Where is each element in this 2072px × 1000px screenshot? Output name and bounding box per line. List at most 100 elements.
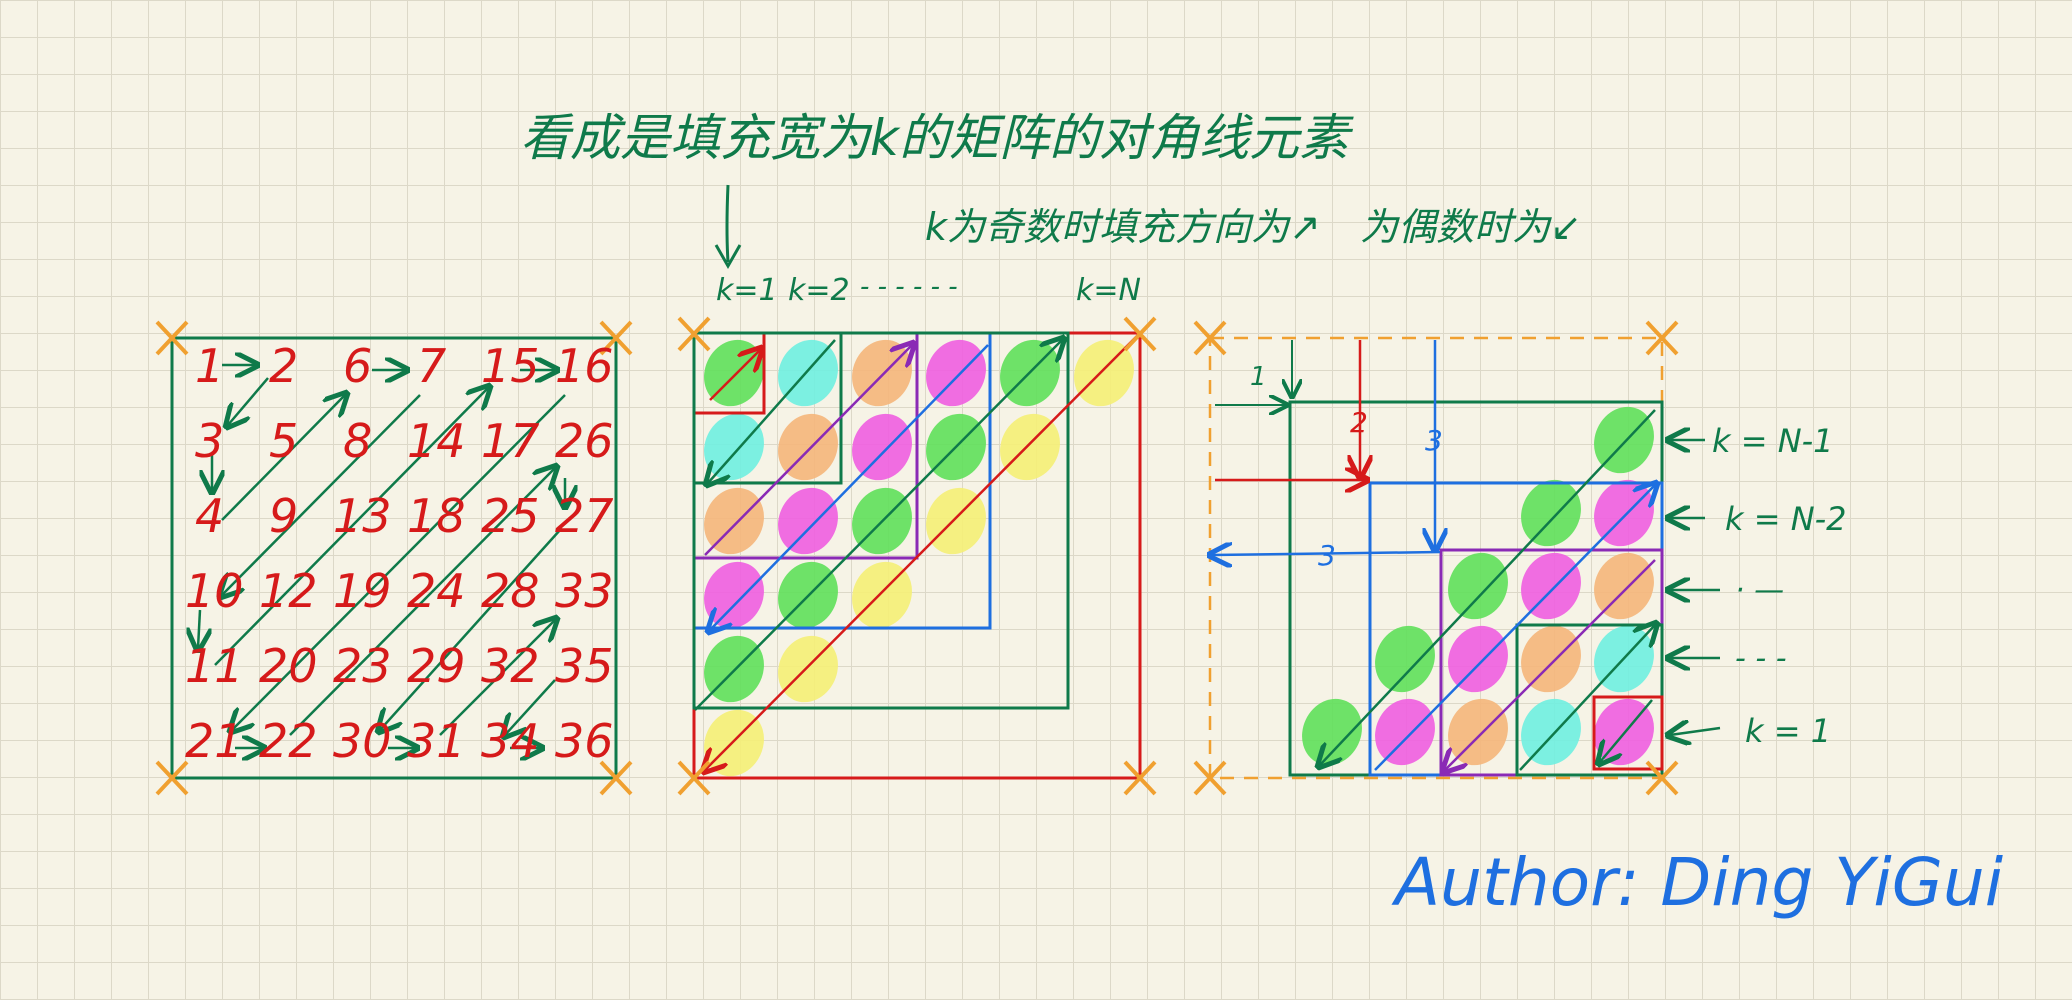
label-k-1: k = 1 <box>1745 712 1831 750</box>
matrix-cell-number: 23 <box>333 639 392 693</box>
left-matrix-border <box>170 336 618 780</box>
dim-3-horizontal-label: 3 <box>1318 539 1336 572</box>
middle-corner-marks <box>677 316 1157 796</box>
dim-1-label: 1 <box>1250 362 1267 392</box>
left-zigzag-arrows <box>198 365 565 748</box>
matrix-cell-number: 30 <box>333 714 392 768</box>
fill-blob <box>704 487 764 555</box>
matrix-cell-number: 14 <box>407 414 466 468</box>
matrix-cell-number: 26 <box>555 414 614 468</box>
matrix-cell-number: 35 <box>555 639 614 693</box>
label-k1: k=1 <box>716 273 778 308</box>
middle-k5-box <box>692 331 1070 710</box>
fill-blob <box>1448 552 1508 620</box>
matrix-cell-number: 4 <box>195 489 224 543</box>
label-dots-1: · — <box>1735 573 1784 608</box>
middle-diag-5 <box>694 340 1062 711</box>
matrix-cell-number: 20 <box>259 639 318 693</box>
author-signature: Author: Ding YiGui <box>1391 844 2004 921</box>
label-dots: - - - - - - <box>860 272 958 302</box>
fill-blob <box>1375 625 1435 693</box>
matrix-cell-number: 16 <box>555 339 614 393</box>
matrix-cell-number: 7 <box>417 339 446 393</box>
matrix-cell-number: 5 <box>269 414 298 468</box>
fill-blob <box>1000 413 1060 481</box>
matrix-cell-number: 21 <box>185 714 244 768</box>
fill-blob <box>852 413 912 481</box>
right-diag-4 <box>1374 485 1655 771</box>
matrix-cell-number: 31 <box>407 714 466 768</box>
right-diag-3 <box>1445 559 1656 770</box>
right-label-arrows <box>1670 440 1721 735</box>
middle-diag-1 <box>709 350 760 401</box>
middle-diag-4 <box>710 344 989 630</box>
fill-blob <box>1375 698 1435 766</box>
main-title: 看成是填充宽为k的矩阵的对角线元素 <box>520 109 1354 167</box>
even-direction-text: 为偶数时为↙ <box>1360 205 1582 249</box>
middle-diag-6 <box>705 334 1139 770</box>
fill-blob <box>1521 479 1581 547</box>
dimension-1: 1 <box>1215 340 1292 405</box>
label-k2: k=2 <box>788 273 850 308</box>
right-diag-1 <box>1600 699 1653 762</box>
right-blobs <box>1302 406 1654 766</box>
matrix-cell-number: 22 <box>259 714 318 768</box>
dim-3-vertical-label: 3 <box>1425 424 1443 457</box>
fill-blob <box>704 413 764 481</box>
matrix-cell-number: 28 <box>481 564 540 618</box>
matrix-cell-number: 34 <box>481 714 540 768</box>
label-k-n-minus-1: k = N-1 <box>1712 422 1834 460</box>
right-matrix: 1 2 3 3 k = N-1 k = N-2 · — <box>1193 320 1847 796</box>
odd-direction-text: k为奇数时填充方向为↗ <box>925 205 1321 249</box>
down-arrow-head <box>714 244 742 270</box>
fill-blob <box>778 339 838 407</box>
fill-blob <box>1448 625 1508 693</box>
matrix-cell-number: 33 <box>555 564 614 618</box>
fill-blob <box>1594 552 1654 620</box>
fill-blob <box>1448 698 1508 766</box>
fill-blob <box>778 487 838 555</box>
matrix-cell-number: 15 <box>481 339 540 393</box>
right-corner-marks <box>1193 320 1679 796</box>
down-arrow-line <box>725 184 730 263</box>
fill-blob <box>704 339 764 407</box>
matrix-cell-number: 25 <box>481 489 540 543</box>
matrix-cell-number: 1 <box>195 339 224 393</box>
matrix-cell-number: 8 <box>343 414 372 468</box>
matrix-cell-number: 27 <box>555 489 614 543</box>
fill-blob <box>1594 406 1654 474</box>
middle-diag-3 <box>704 345 912 556</box>
matrix-cell-number: 13 <box>333 489 392 543</box>
matrix-cell-number: 11 <box>185 639 244 693</box>
label-k-n-minus-2: k = N-2 <box>1725 500 1847 538</box>
fill-blob <box>704 561 764 629</box>
matrix-cell-number: 17 <box>481 414 540 468</box>
matrix-cell-number: 2 <box>269 339 298 393</box>
matrix-cell-number: 6 <box>343 339 372 393</box>
dim-2-label: 2 <box>1350 406 1368 439</box>
fill-blob <box>1302 698 1362 766</box>
matrix-cell-number: 19 <box>333 564 392 618</box>
fill-blob <box>1074 339 1134 407</box>
matrix-cell-number: 9 <box>269 489 298 543</box>
left-corner-marks <box>155 320 633 796</box>
matrix-cell-number: 12 <box>259 564 318 618</box>
matrix-cell-number: 32 <box>481 639 540 693</box>
label-kN: k=N <box>1076 273 1141 308</box>
matrix-cell-number: 3 <box>195 414 224 468</box>
middle-matrix <box>677 316 1157 796</box>
dimension-2: 2 <box>1215 340 1368 480</box>
right-diag-2 <box>1519 625 1655 771</box>
label-dots-2: - - - <box>1735 641 1787 676</box>
matrix-cell-number: 36 <box>555 714 614 768</box>
fill-blob <box>1521 552 1581 620</box>
middle-blobs <box>704 339 1134 777</box>
right-diag-5 <box>1320 409 1656 765</box>
matrix-cell-number: 24 <box>407 564 466 618</box>
middle-diag-2 <box>708 339 836 483</box>
right-k1-box <box>1592 695 1664 771</box>
